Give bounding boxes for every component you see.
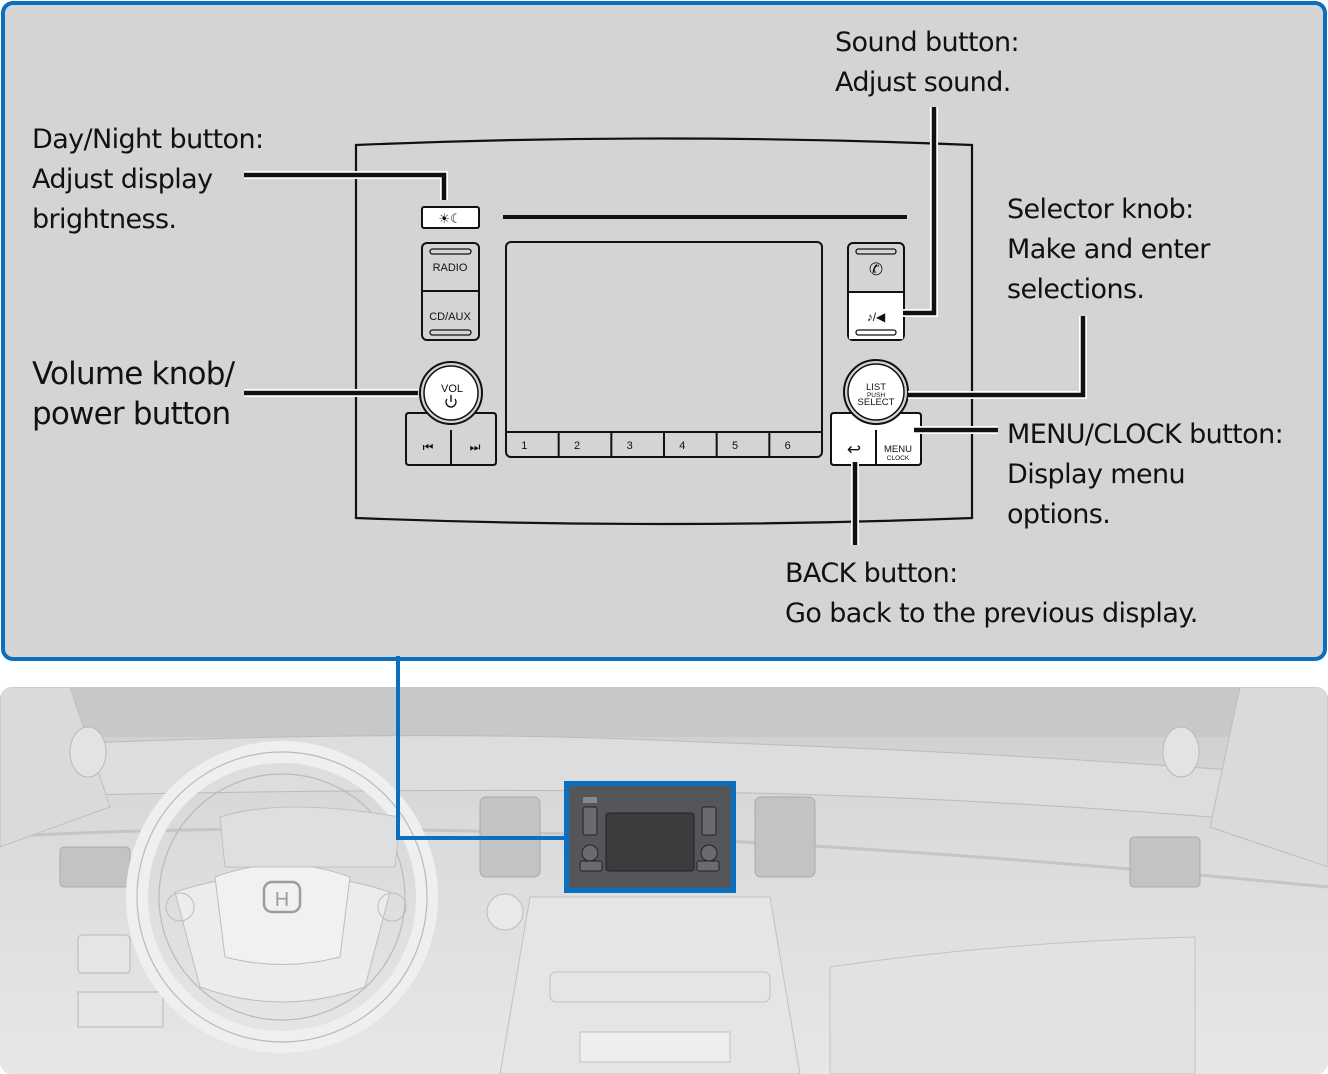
right-tweeter (1162, 726, 1200, 778)
steering-wheel[interactable]: H (126, 741, 438, 1053)
preset-button-4[interactable]: 4 (679, 440, 685, 452)
phone-button[interactable]: ✆ (869, 260, 883, 279)
callout-text: power button (32, 396, 231, 432)
head-unit-location[interactable] (564, 781, 736, 893)
day-night-button[interactable]: ☀☾ (421, 206, 480, 229)
dashboard-drawing: H (0, 687, 1328, 1074)
cd-aux-button[interactable]: CD/AUX (429, 311, 471, 323)
callout-title: Selector knob: (1007, 194, 1194, 225)
seek-buttons (405, 412, 497, 466)
brand-logo-text: H (275, 889, 289, 911)
callout-title: Sound button: (835, 27, 1020, 58)
callout-text: brightness. (32, 204, 177, 235)
callout-volume: Volume knob/ power button (32, 354, 235, 434)
seek-back-button[interactable]: ⏮ (423, 440, 434, 454)
callout-selector: Selector knob: Make and enter selections… (1007, 190, 1210, 310)
center-stack (499, 896, 801, 1074)
knob-list-label: LIST (866, 382, 886, 393)
callout-text: Go back to the previous display. (785, 598, 1198, 629)
phone-sound-buttons (847, 242, 905, 341)
glove-box (829, 936, 1196, 1074)
clock-label: CLOCK (887, 455, 910, 462)
callout-text: Adjust display (32, 164, 213, 195)
back-menu-buttons (830, 412, 922, 466)
callout-sound: Sound button: Adjust sound. (835, 23, 1020, 103)
callout-text: Adjust sound. (835, 67, 1011, 98)
callout-menu-clock: MENU/CLOCK button: Display menu options. (1007, 415, 1284, 535)
center-left-vent (479, 796, 541, 878)
seek-forward-button[interactable]: ⏭ (470, 440, 481, 454)
instrument-cluster (219, 806, 401, 868)
callout-title: Day/Night button: (32, 124, 264, 155)
callout-text: Display menu (1007, 459, 1186, 490)
callout-title: MENU/CLOCK button: (1007, 419, 1284, 450)
power-icon (445, 395, 457, 408)
back-button[interactable]: ↩ (847, 440, 861, 459)
selector-knob[interactable]: LIST PUSH SELECT (843, 359, 909, 425)
preset-buttons: 1 2 3 4 5 6 (521, 432, 791, 457)
knob-select-label: SELECT (858, 397, 895, 408)
callout-title: BACK button: (785, 558, 958, 589)
callout-text: Make and enter (1007, 234, 1210, 265)
radio-button[interactable]: RADIO (433, 262, 468, 274)
vol-label: VOL (441, 383, 463, 395)
right-vent (1129, 836, 1201, 888)
callout-title: Volume knob/ (32, 356, 235, 392)
preset-button-6[interactable]: 6 (785, 440, 791, 452)
preset-button-1[interactable]: 1 (521, 440, 527, 452)
left-tweeter (69, 726, 107, 778)
dashboard-illustration: H (0, 687, 1328, 1074)
knob-push-label: PUSH (867, 392, 885, 399)
volume-knob[interactable]: VOL (419, 361, 483, 425)
honda-logo (262, 880, 302, 914)
preset-button-5[interactable]: 5 (732, 440, 738, 452)
sound-button[interactable]: ♪/◀ (867, 310, 886, 324)
head-unit-bezel (354, 137, 974, 526)
callout-text: options. (1007, 499, 1111, 530)
menu-clock-button[interactable]: MENU (884, 444, 912, 455)
callout-text: selections. (1007, 274, 1145, 305)
preset-button-3[interactable]: 3 (627, 440, 633, 452)
day-night-icon: ☀☾ (438, 211, 461, 226)
center-right-vent (754, 796, 816, 878)
preset-button-2[interactable]: 2 (574, 440, 580, 452)
source-buttons (421, 242, 480, 341)
left-vent (59, 846, 131, 888)
callout-back: BACK button: Go back to the previous dis… (785, 554, 1198, 634)
callout-day-night: Day/Night button: Adjust display brightn… (32, 120, 264, 240)
head-unit-diagram: ☀☾ RADIO CD/AUX ⏮ ⏭ VOL 1 2 3 4 5 6 ✆ (244, 107, 1087, 545)
display-screen (505, 241, 823, 458)
leader-lines (244, 107, 1087, 545)
